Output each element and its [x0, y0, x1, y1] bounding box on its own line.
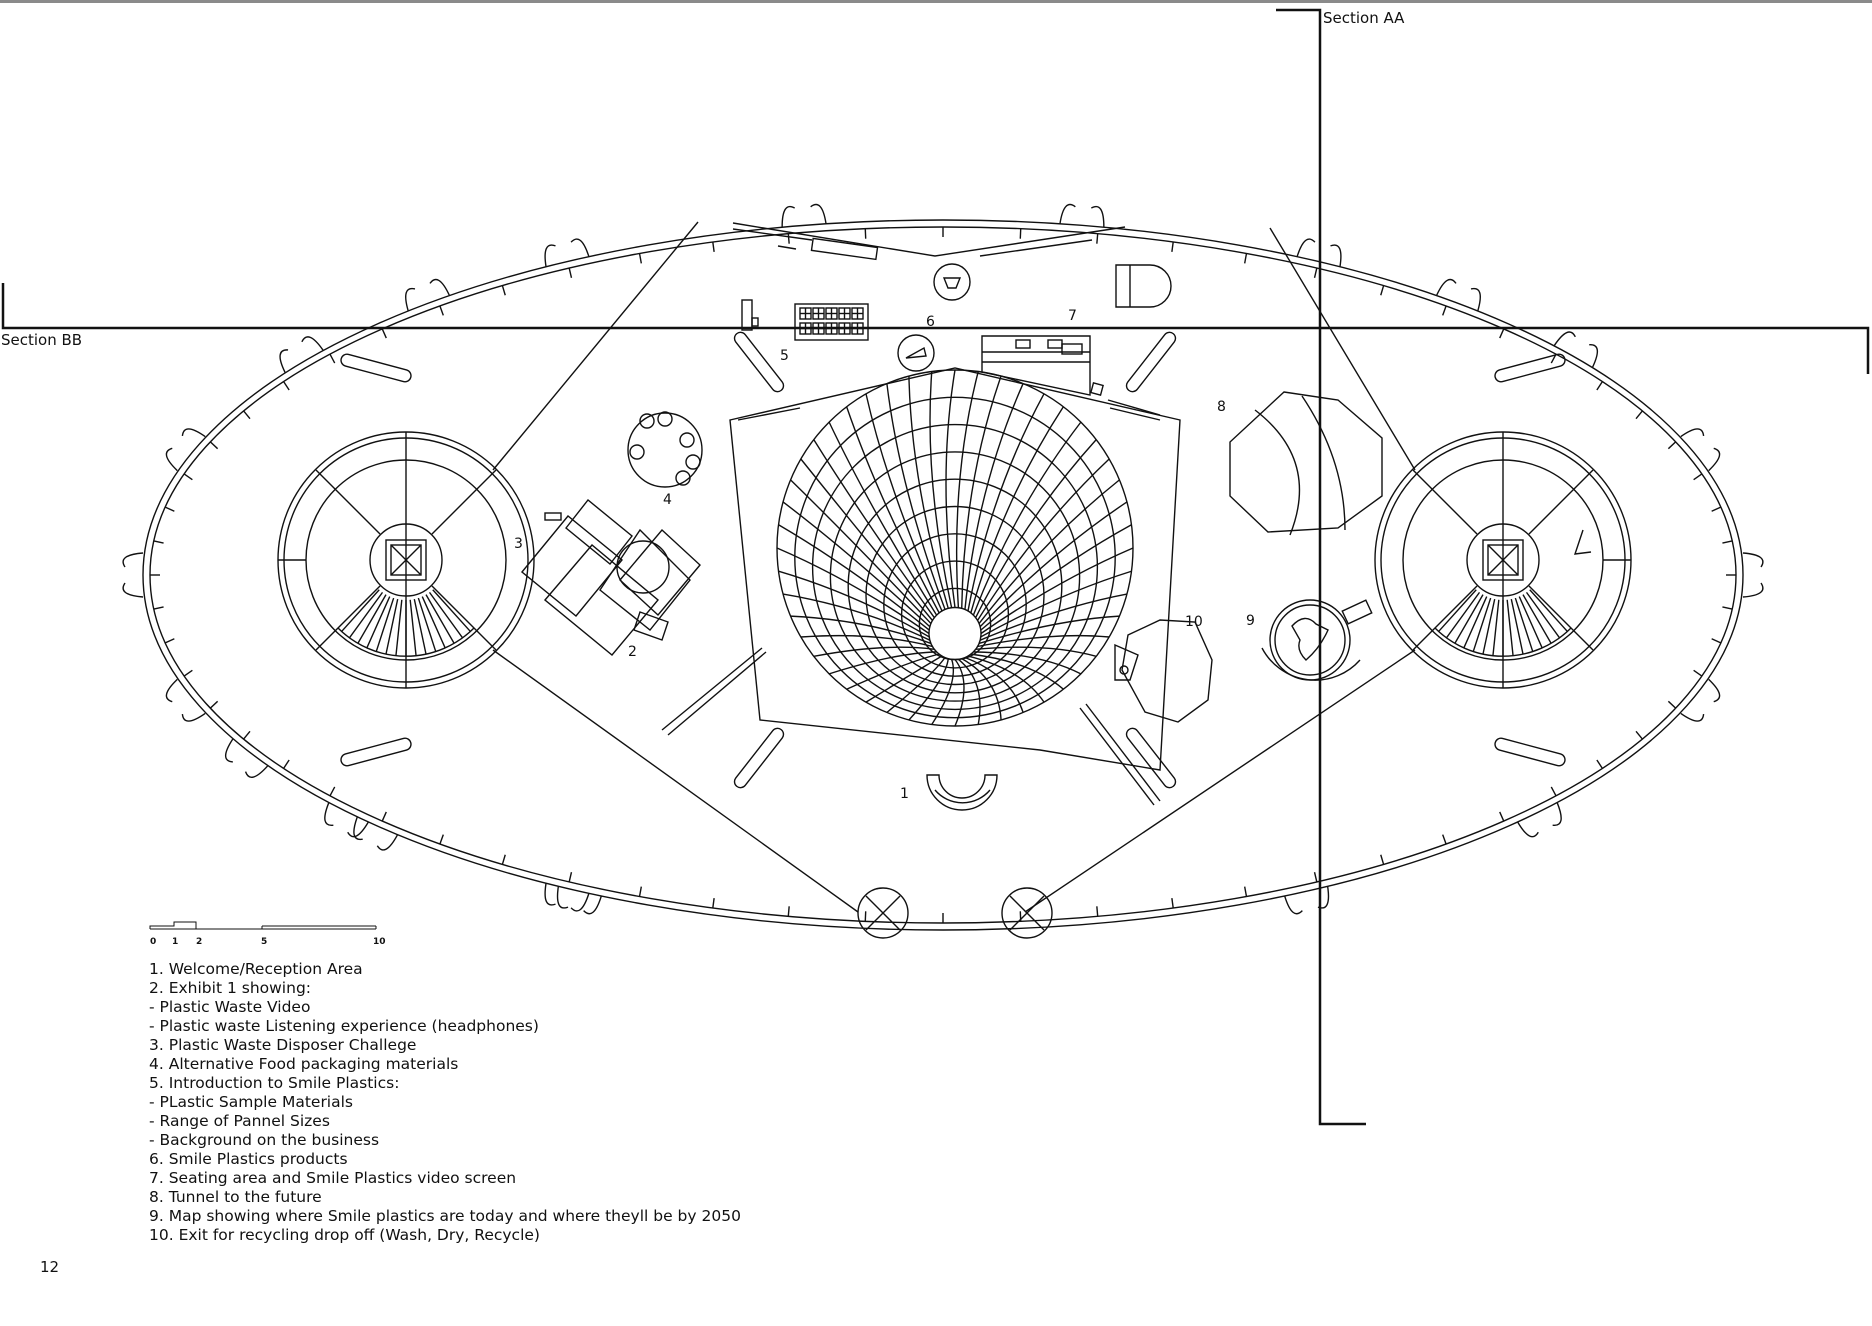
- tunnel-to-future: [1229, 391, 1383, 536]
- scale-labels: 0 1 2 5 10: [150, 937, 386, 947]
- exhibit-boxes: [521, 499, 701, 656]
- legend-item: - Range of Pannel Sizes: [149, 1112, 330, 1130]
- legend-item: 10. Exit for recycling drop off (Wash, D…: [149, 1226, 540, 1244]
- legend-item: 1. Welcome/Reception Area: [149, 960, 363, 978]
- legend-item: 8. Tunnel to the future: [149, 1188, 322, 1206]
- section-aa-label: Section AA: [1323, 9, 1405, 27]
- circulation-lines: [492, 221, 1416, 913]
- scale-tick-5: 5: [261, 937, 267, 947]
- page-number: 12: [40, 1258, 60, 1276]
- bench-slabs: [340, 331, 1566, 806]
- zone-numbers: 1 2 3 4 5 6 7 8 9 10: [514, 308, 1255, 802]
- stair-treads-left: [341, 589, 471, 656]
- top-rule: [0, 0, 1872, 3]
- seating-area: [981, 335, 1161, 416]
- zone-number-10: 10: [1185, 614, 1203, 630]
- products-display: [897, 334, 935, 372]
- scale-tick-0: 0: [150, 937, 156, 947]
- scale-bar: [149, 921, 377, 930]
- zone-number-5: 5: [780, 348, 789, 364]
- zone-number-3: 3: [514, 536, 523, 552]
- reception-desk: [926, 774, 998, 811]
- zone-number-9: 9: [1246, 613, 1255, 629]
- recycling-exit: [1114, 619, 1213, 723]
- legend-item: 3. Plastic Waste Disposer Challege: [149, 1036, 417, 1054]
- stair-treads-right: [1438, 589, 1568, 656]
- geodesic-dome: [776, 369, 1134, 727]
- central-dome: [661, 367, 1181, 771]
- legend-item: - PLastic Sample Materials: [149, 1093, 353, 1111]
- legend-item: 7. Seating area and Smile Plastics video…: [149, 1169, 517, 1187]
- zone-number-7: 7: [1068, 308, 1077, 324]
- legend-item: - Plastic waste Listening experience (he…: [149, 1017, 539, 1035]
- zone-number-2: 2: [628, 644, 637, 660]
- zone-number-1: 1: [900, 786, 909, 802]
- zone-number-4: 4: [663, 492, 672, 508]
- legend-item: 5. Introduction to Smile Plastics:: [149, 1074, 400, 1092]
- pavilion-envelope: [122, 203, 1764, 931]
- section-bb-line: [1, 283, 1870, 374]
- revolving-doors: [857, 887, 1053, 939]
- top-display-cases: [732, 222, 1172, 308]
- stair-core-right: [1374, 431, 1632, 689]
- stair-core-left: [277, 431, 535, 689]
- zone-number-6: 6: [926, 314, 935, 330]
- entrance-flaps: [122, 203, 1764, 915]
- section-bb-label: Section BB: [1, 331, 82, 349]
- legend-item: - Plastic Waste Video: [149, 998, 311, 1016]
- legend-item: 2. Exhibit 1 showing:: [149, 979, 312, 997]
- scale-tick-1: 1: [172, 937, 178, 947]
- scale-tick-10: 10: [373, 937, 386, 947]
- legend-item: 4. Alternative Food packaging materials: [149, 1055, 459, 1073]
- zone-number-8: 8: [1217, 399, 1226, 415]
- section-aa-line: [1276, 8, 1366, 1126]
- legend-item: - Background on the business: [149, 1131, 380, 1149]
- legend-item: 9. Map showing where Smile plastics are …: [149, 1207, 741, 1225]
- food-packaging-table: [627, 411, 703, 488]
- sample-display: [741, 299, 869, 341]
- scale-tick-2: 2: [196, 937, 202, 947]
- map-display: [1261, 599, 1373, 681]
- legend-item: 6. Smile Plastics products: [149, 1150, 348, 1168]
